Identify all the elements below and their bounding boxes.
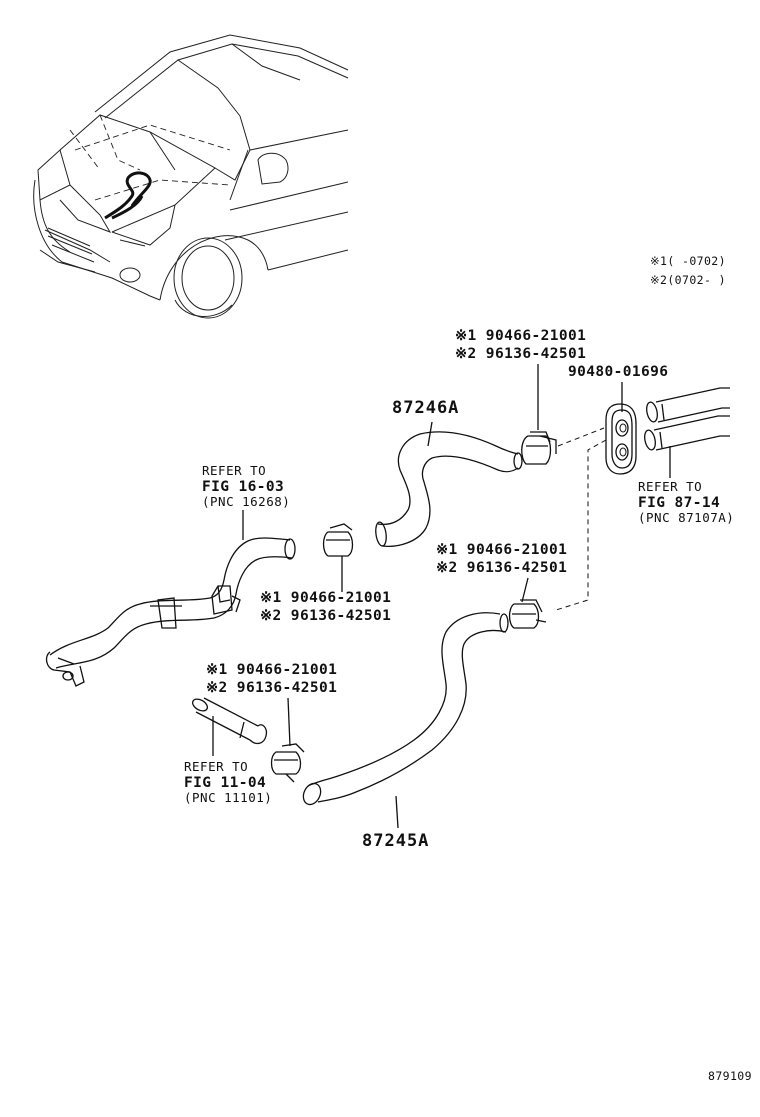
water-pipe-assembly <box>45 537 296 687</box>
grommet-90480-01696 <box>605 403 637 475</box>
vehicle-illustration <box>33 34 349 319</box>
callout-clamp-mid-left: ※1 90466-21001 ※2 96136-42501 <box>260 590 391 624</box>
legend-note-1: ※1( -0702) <box>650 254 726 268</box>
assembly-line-2 <box>555 439 607 611</box>
heater-pipes <box>644 387 730 478</box>
refer-bottom-line-3: (PNC 11101) <box>184 790 272 805</box>
refer-right: REFER TO FIG 87-14 (PNC 87107A) <box>638 479 734 525</box>
grommet-part-label: 90480-01696 <box>568 364 668 380</box>
callout-clamp-top: ※1 90466-21001 ※2 96136-42501 <box>455 328 586 430</box>
assembly-line-1 <box>557 427 605 447</box>
legend-note-2: ※2(0702- ) <box>650 273 726 287</box>
refer-left-line-2: FIG 16-03 <box>202 479 284 495</box>
callout-clamp-mid-right: ※1 90466-21001 ※2 96136-42501 <box>436 542 567 603</box>
clamp-lower-label-1: ※1 90466-21001 <box>206 662 337 678</box>
hose-upper <box>375 431 523 548</box>
hose-lower-part-label: 87245A <box>362 831 429 851</box>
clamp-lower-label-2: ※2 96136-42501 <box>206 680 337 696</box>
clamp-mid-right-label-1: ※1 90466-21001 <box>436 542 567 558</box>
callout-grommet: 90480-01696 <box>568 364 668 412</box>
refer-left: REFER TO FIG 16-03 (PNC 16268) <box>202 463 290 540</box>
callout-clamp-lower: ※1 90466-21001 ※2 96136-42501 <box>206 662 337 747</box>
clamp-mid-left <box>322 523 354 592</box>
callout-hose-lower: 87245A <box>362 795 429 851</box>
clamp-mid-left-label-1: ※1 90466-21001 <box>260 590 391 606</box>
refer-bottom-line-2: FIG 11-04 <box>184 775 266 791</box>
refer-left-line-1: REFER TO <box>202 463 266 478</box>
refer-right-line-3: (PNC 87107A) <box>638 510 734 525</box>
refer-bottom: REFER TO FIG 11-04 (PNC 11101) <box>184 759 272 805</box>
legend-notes: ※1( -0702) ※2(0702- ) <box>650 254 726 287</box>
clamp-top-label-1: ※1 90466-21001 <box>455 328 586 344</box>
refer-right-line-2: FIG 87-14 <box>638 495 720 511</box>
clamp-upper-right <box>521 431 557 465</box>
clamp-mid-right-label-2: ※2 96136-42501 <box>436 560 567 576</box>
clamp-top-label-2: ※2 96136-42501 <box>455 346 586 362</box>
hose-upper-part-label: 87246A <box>392 398 459 418</box>
refer-left-line-3: (PNC 16268) <box>202 494 290 509</box>
clamp-mid-right <box>508 599 547 629</box>
hose-lower <box>302 612 509 806</box>
callout-hose-upper: 87246A <box>392 398 459 447</box>
clamp-mid-left-label-2: ※2 96136-42501 <box>260 608 391 624</box>
clamp-lower <box>270 743 305 783</box>
engine-outlet-pipe <box>191 697 268 756</box>
refer-bottom-line-1: REFER TO <box>184 759 248 774</box>
figure-id: 879109 <box>708 1069 752 1083</box>
refer-right-line-1: REFER TO <box>638 479 702 494</box>
